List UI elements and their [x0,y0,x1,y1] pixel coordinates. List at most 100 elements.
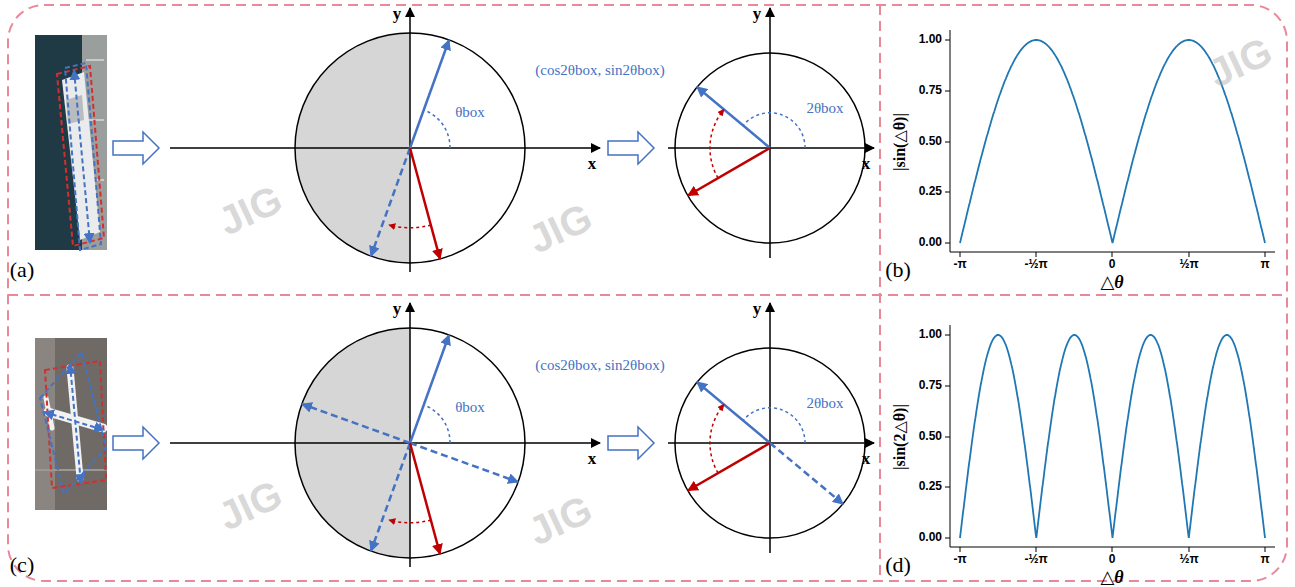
unit-circle [410,40,449,148]
watermark: JIG [211,176,288,243]
unit-circle [371,148,410,256]
tick-label: 0 [1109,258,1116,271]
double-angle-circle [710,109,724,178]
double-angle-circle [668,303,874,553]
double-angle-circle [743,113,805,148]
airplane-photo [45,361,106,488]
double-angle-circle [668,147,874,149]
double-angle-circle [769,8,771,258]
tick-label: 0.00 [919,531,942,544]
airplane-photo [70,364,81,484]
tick-label: -½π [1024,553,1047,566]
watermark: JIG [521,194,598,261]
unit-circle [170,147,600,149]
unit-circle [410,443,440,554]
tick-label: 1.00 [919,328,942,341]
tick-label: 0.75 [919,379,942,392]
unit-circle [389,520,431,523]
watermark: JIG [211,471,288,538]
ship-photo [65,63,101,250]
angle-label: θbox [455,399,485,416]
double-angle-circle [668,8,874,258]
unit-circle [424,110,450,148]
unit-circle [409,8,411,272]
unit-circle [371,443,410,551]
airplane-photo [40,352,106,494]
ship-photo [74,70,90,243]
axis-label: y [753,300,762,319]
tick-label: 0.50 [919,430,942,443]
angle-label: θbox [455,104,485,121]
tick-label: ½π [1179,553,1198,566]
tick-label: ½π [1179,258,1198,271]
axis-title: |sin(△θ)| [891,113,909,171]
block-arrow [608,427,654,459]
axis-label: x [862,450,871,469]
double-angle-circle [710,404,724,473]
angle-label: (cos2θbox, sin2θbox) [535,62,664,79]
double-angle-circle [697,87,770,148]
double-angle-circle [688,443,770,491]
block-arrow [608,132,654,164]
axis-title: △θ [1100,273,1123,293]
angle-label: 2θbox [806,100,843,117]
ship-photo [35,35,107,250]
double-angle-circle [688,148,770,196]
ship-photo [57,66,104,246]
tick-label: 0 [1109,553,1116,566]
axis-label: y [393,5,402,24]
axis-label: x [862,155,871,174]
unit-circle [410,148,440,259]
tick-label: 0.00 [919,236,942,249]
axis-title: |sin(2△θ)| [891,404,909,470]
tick-label: -½π [1024,258,1047,271]
panel-label: (b) [885,258,911,282]
unit-circle [424,405,450,443]
axis-label: y [393,300,402,319]
tick-label: π [1260,258,1269,271]
block-arrow [113,427,159,459]
ship-photo [35,35,107,250]
tick-label: 0.25 [919,185,942,198]
panel-frame [879,5,881,581]
sine-plot [945,325,1275,552]
sine-plot [960,335,1265,538]
axis-label: y [753,5,762,24]
airplane-photo [35,338,107,510]
panel-frame [8,5,1287,581]
unit-circle [170,442,600,444]
airplane-photo [35,469,107,471]
axis-label: x [588,155,597,174]
unit-circle [410,443,518,482]
axis-label: x [588,450,597,469]
tick-label: 1.00 [919,33,942,46]
block-arrow [113,132,159,164]
panel-label: (a) [10,258,34,282]
tick-label: -π [953,553,966,566]
sine-plot [945,325,1275,552]
double-angle-circle [770,443,843,504]
tick-label: 0.75 [919,84,942,97]
double-angle-circle [743,408,805,443]
unit-circle [302,404,410,443]
angle-label: (cos2θbox, sin2θbox) [535,357,664,374]
axis-title: △θ [1100,568,1123,587]
panel-frame [8,5,1287,581]
airplane-photo [35,338,107,510]
panel-label: (c) [10,553,34,577]
tick-label: 0.50 [919,135,942,148]
double-angle-circle [697,382,770,443]
ship-photo [86,59,104,61]
unit-circle [170,8,600,272]
angle-label: 2θbox [806,395,843,412]
tick-label: -π [953,258,966,271]
unit-circle [410,335,449,443]
unit-circle [170,303,600,567]
unit-circle [389,225,431,228]
unit-circle [409,303,411,567]
panel-frame [8,294,1287,296]
watermark: JIG [1201,28,1278,95]
tick-label: π [1260,553,1269,566]
tick-label: 0.25 [919,480,942,493]
